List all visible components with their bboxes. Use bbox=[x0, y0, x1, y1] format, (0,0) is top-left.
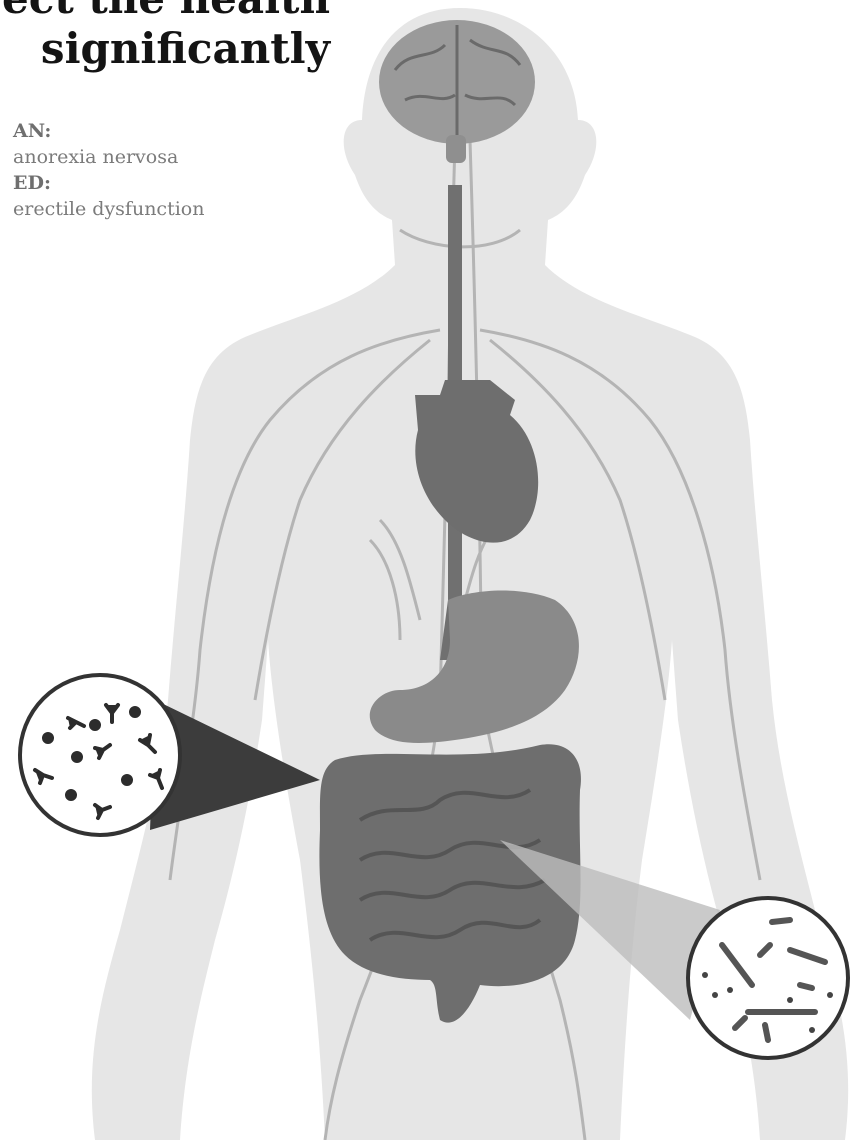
title-line-1: ect the health bbox=[0, 0, 330, 24]
bacteria-magnifier-icon bbox=[688, 898, 848, 1058]
antibody-magnifier-icon bbox=[20, 675, 180, 835]
abbreviation-value-ed: erectile dysfunction bbox=[13, 196, 204, 222]
page-title: ect the health significantly bbox=[0, 0, 330, 74]
abbreviation-legend: AN: anorexia nervosa ED: erectile dysfun… bbox=[13, 118, 204, 222]
abbreviation-value-an: anorexia nervosa bbox=[13, 144, 204, 170]
title-line-2: significantly bbox=[0, 24, 330, 74]
abbreviation-key-an: AN: bbox=[13, 118, 204, 144]
abbreviation-key-ed: ED: bbox=[13, 170, 204, 196]
